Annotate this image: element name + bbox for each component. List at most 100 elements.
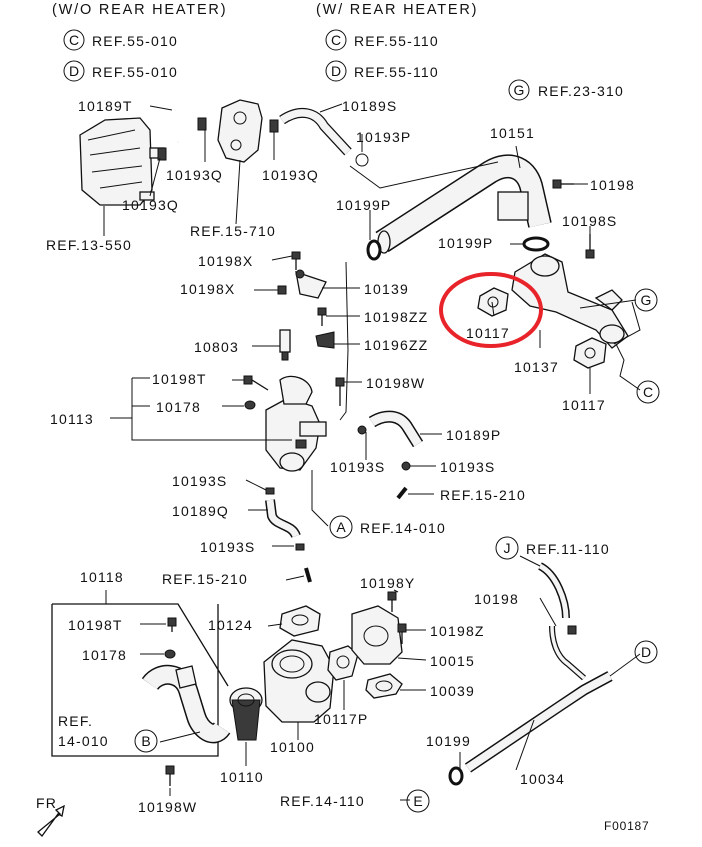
label-10193s-4: 10193S [200,539,255,555]
bolt-10198w [335,377,345,406]
bolt-10198w-bottom [165,765,175,786]
label-10193s-1: 10193S [330,459,385,475]
ref-item-3: C REF.55-110 [325,29,439,51]
gasket-10117-lower [573,337,607,369]
gasket-10124 [279,605,321,637]
label-10110: 10110 [220,769,264,785]
bracket-10196zz [315,331,335,349]
sensor-10803 [279,329,291,361]
callout-letter-g: G [641,292,652,308]
gasket-10117-highlighted [477,287,509,317]
bolt-10198z [397,623,407,644]
label-ref-15-210-upper: REF.15-210 [440,487,526,503]
bolt-10198y [387,591,397,612]
clip-10193s-b [401,461,411,471]
hose-10189s [279,107,352,156]
label-figure-code: F00187 [604,819,650,833]
label-10198s: 10198S [562,213,617,229]
hose-10189p [368,410,424,448]
label-10137: 10137 [514,359,559,375]
ref-letter-2: D [69,63,79,79]
header-w-rear-heater: (W/ REAR HEATER) [316,2,478,18]
label-10199p-1: 10199P [336,197,391,213]
label-10199p-2: 10199P [438,235,493,251]
label-10198-top: 10198 [590,177,635,193]
label-10198w: 10198W [366,375,425,391]
manifold-10137 [511,253,629,349]
bolt-10198x-1 [291,251,301,270]
label-fr: FR [36,795,57,811]
label-10196zz: 10196ZZ [364,337,428,353]
part-ref-15-710 [217,99,263,163]
ref-code-5: REF.23-310 [538,83,624,99]
bolt-10198x-2 [277,285,287,295]
label-ref-15-210-lower: REF.15-210 [162,571,248,587]
label-10193q-3: 10193Q [122,197,179,213]
callout-b: B [134,729,158,753]
callout-e: E [406,789,430,813]
label-10189q: 10189Q [172,503,229,519]
clip-10193p [355,153,369,167]
label-10189s: 10189S [342,98,397,114]
clip-10193s-a [357,425,367,435]
ref-item-1: C REF.55-010 [63,29,178,51]
gasket-10117p [327,645,359,681]
hose-10189t [174,107,192,144]
housing-10100 [263,639,335,723]
bolt-10198s [585,234,595,259]
clip-10193s-d [295,543,305,551]
box-10118 [51,603,229,757]
gasket-10039 [365,673,403,699]
label-ref-14-010: REF.14-010 [360,520,446,536]
housing-10113 [265,375,327,472]
thermostat-10110 [229,687,263,741]
label-10039: 10039 [430,683,475,699]
label-10199: 10199 [426,733,471,749]
bolt-10198t [243,375,269,391]
label-10189p: 10189P [446,427,501,443]
label-10193q-1: 10193Q [166,167,223,183]
callout-a: A [329,515,353,539]
oring-10199 [448,766,464,786]
callout-letter-a: A [336,519,346,535]
label-10198zz: 10198ZZ [364,309,428,325]
label-10113: 10113 [50,411,94,427]
label-10117p: 10117P [314,711,368,727]
label-10034: 10034 [520,771,565,787]
highlight-circle [439,272,543,348]
ref-code-3: REF.55-110 [354,33,439,49]
label-10100: 10100 [270,739,315,755]
label-10117-highlighted: 10117 [466,325,510,341]
bracket-10139 [295,269,327,299]
label-ref-13-550: REF.13-550 [46,237,132,253]
clip-10193s-c [265,487,275,495]
label-10198z: 10198Z [430,623,485,639]
label-ref-15-710: REF.15-710 [190,223,276,239]
bolt-10198-top [552,179,574,189]
leader-lines [103,103,641,801]
callout-letter-d: D [641,644,651,660]
callout-j: J [495,536,519,560]
ref-letter-4: D [331,63,341,79]
callout-c: C [636,380,660,404]
ref-code-1: REF.55-010 [92,33,178,49]
label-10198y: 10198Y [360,575,415,591]
label-10189t: 10189T [78,98,133,114]
ref-code-4: REF.55-110 [354,64,439,80]
clip-10193q-2 [197,117,207,131]
callout-letter-b: B [141,733,150,749]
label-10117-lower: 10117 [562,397,606,413]
housing-10015 [351,605,403,665]
ref-item-5: G REF.23-310 [508,79,624,101]
label-10193q-2: 10193Q [262,167,319,183]
pipe-10151 [375,154,552,254]
callout-letter-c: C [643,384,653,400]
ref-letter-3: C [331,32,341,48]
label-ref-prefix: REF. [58,713,93,729]
pipe-10118 [141,665,231,744]
label-ref-11-110: REF.11-110 [526,541,610,557]
label-ref-14-110: REF.14-110 [280,793,365,809]
callout-letter-e: E [413,793,422,809]
